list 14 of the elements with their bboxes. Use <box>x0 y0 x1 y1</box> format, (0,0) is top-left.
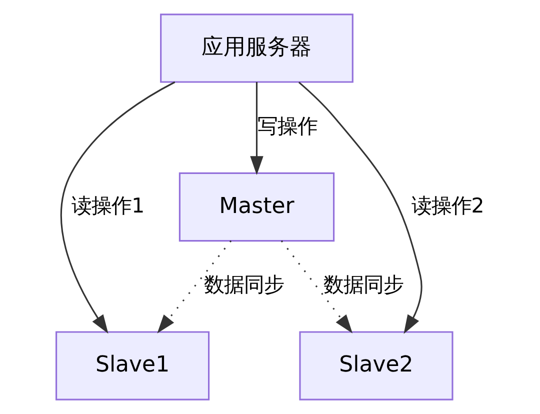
node-box: Master <box>178 172 334 242</box>
edge-label: 数据同步 <box>323 272 404 297</box>
edge-label: 读操作1 <box>71 193 144 218</box>
arrow <box>156 240 232 334</box>
node-box: 应用服务器 <box>160 14 353 83</box>
edge-label: 读操作2 <box>410 193 484 218</box>
arrow <box>60 81 175 334</box>
edge-label: 数据同步 <box>204 272 284 297</box>
arrow <box>298 82 422 334</box>
node-box: Slave1 <box>55 331 210 400</box>
edge-label: 写操作 <box>256 114 317 138</box>
arrow <box>280 240 352 334</box>
arrow <box>250 82 263 176</box>
node-box: Slave2 <box>298 331 453 400</box>
